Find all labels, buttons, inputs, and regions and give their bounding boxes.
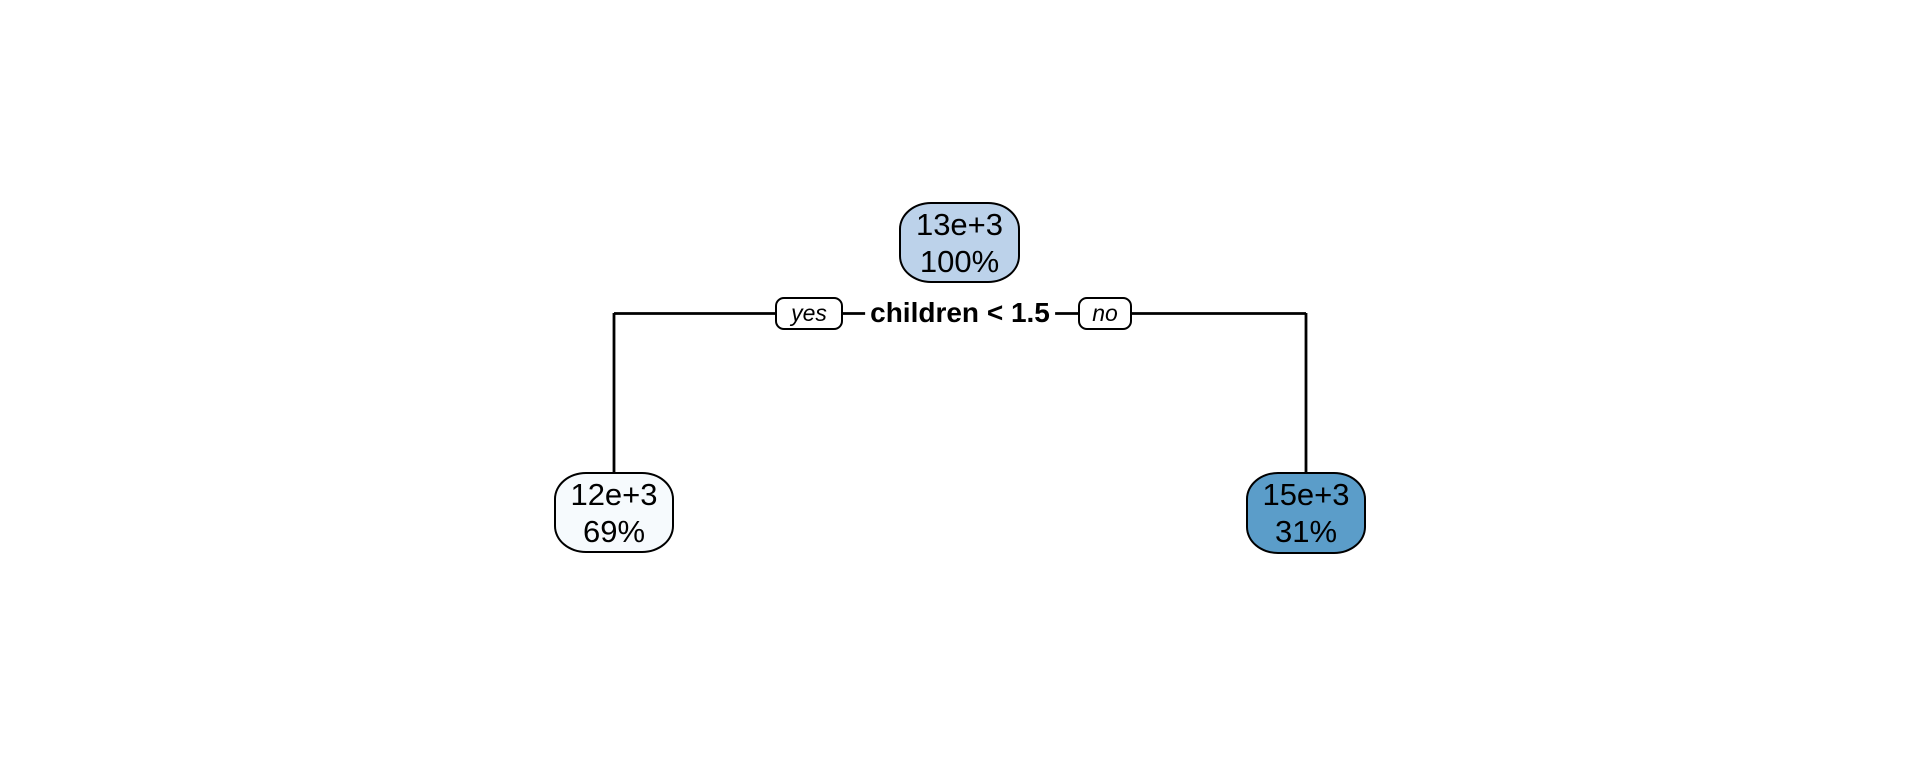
left-leaf-value: 12e+3 — [570, 476, 658, 512]
root-node: 13e+3 100% — [899, 202, 1020, 283]
root-node-percent: 100% — [919, 243, 1000, 279]
right-leaf-percent: 31% — [1274, 514, 1338, 549]
left-leaf-node: 12e+3 69% — [554, 472, 674, 553]
right-leaf-value: 15e+3 — [1262, 477, 1350, 512]
right-leaf-node: 15e+3 31% — [1246, 472, 1366, 554]
root-node-value: 13e+3 — [915, 206, 1004, 242]
yes-branch-label-text: yes — [791, 300, 827, 326]
left-leaf-percent: 69% — [582, 513, 646, 549]
split-condition-label: children < 1.5 — [865, 295, 1055, 331]
no-branch-label-text: no — [1092, 300, 1118, 326]
no-branch-label: no — [1078, 297, 1132, 330]
yes-branch-label: yes — [775, 297, 843, 330]
